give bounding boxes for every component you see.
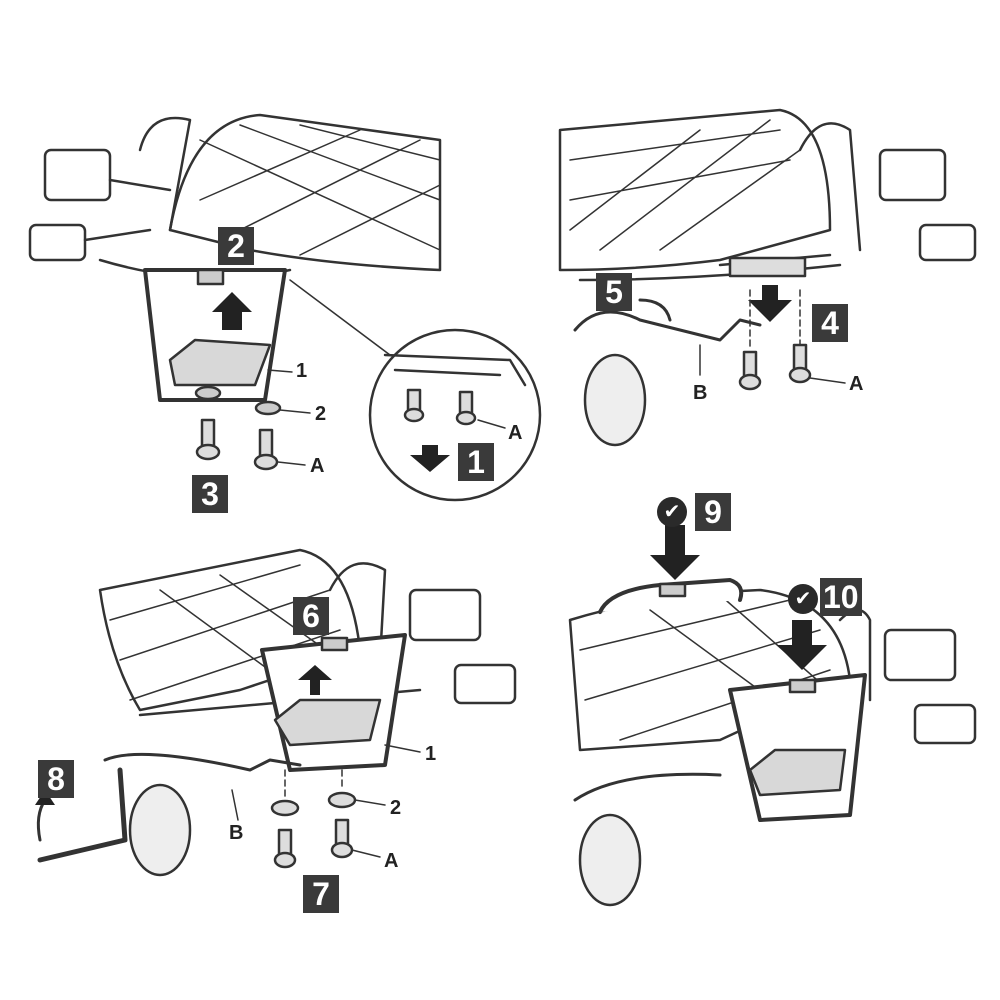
- part-label-b: B: [229, 822, 244, 844]
- part-label-2: 2: [390, 797, 402, 819]
- step-badge-9: 9: [695, 493, 731, 531]
- part-label-1: 1: [425, 743, 437, 765]
- bracket-bottom-left: [35, 633, 421, 877]
- step-badge-3: 3: [192, 475, 228, 513]
- arrow-down-icon: [650, 525, 700, 580]
- arrow-up-icon: [298, 665, 332, 695]
- bracket-top-left: [143, 268, 391, 471]
- part-label-2: 2: [315, 403, 327, 425]
- seat-bottom-right: [568, 525, 977, 907]
- arrow-up-icon: [212, 292, 252, 330]
- step-badge-10: 10: [820, 578, 862, 616]
- arrow-down-icon: [748, 285, 792, 322]
- arrow-down-icon: [777, 620, 827, 670]
- part-label-a: A: [508, 422, 523, 444]
- part-label-a: A: [849, 373, 864, 395]
- part-label-b: B: [693, 382, 708, 404]
- arrow-down-icon: [410, 445, 450, 472]
- step-badge-2: 2: [218, 227, 254, 265]
- step-badge-7: 7: [303, 875, 339, 913]
- part-label-a: A: [384, 850, 399, 872]
- step-badge-5: 5: [596, 273, 632, 311]
- inset-circle: [368, 328, 542, 502]
- step-badge-6: 6: [293, 597, 329, 635]
- seat-top-right: [558, 108, 977, 447]
- part-label-1: 1: [296, 360, 308, 382]
- curved-arrow-icon: [638, 298, 672, 322]
- curved-arrow-icon: [36, 798, 47, 842]
- checkmark-icon: ✔: [657, 497, 687, 527]
- checkmark-icon: ✔: [788, 584, 818, 614]
- step-badge-4: 4: [812, 304, 848, 342]
- step-badge-8: 8: [38, 760, 74, 798]
- part-label-a: A: [310, 455, 325, 477]
- step-badge-1: 1: [458, 443, 494, 481]
